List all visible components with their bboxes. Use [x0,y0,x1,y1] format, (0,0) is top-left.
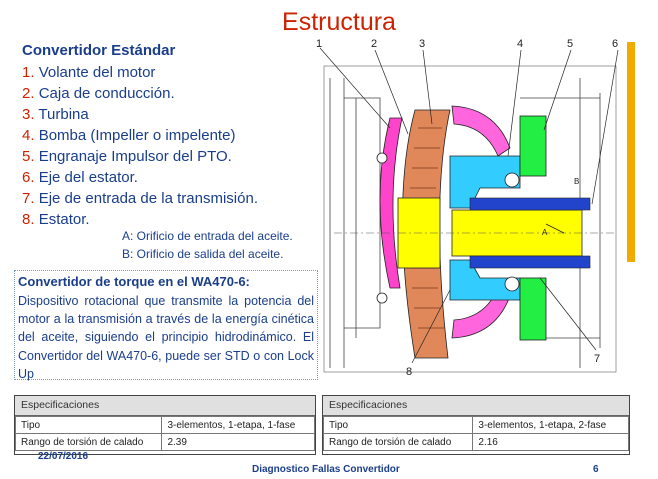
part-label: Bomba (Impeller o impelente) [38,127,236,144]
pump-shape [451,105,511,157]
spec-value: 2.39 [161,433,315,451]
spec-table-header: Especificaciones [15,396,315,416]
converter-heading: Convertidor Estándar [22,42,176,59]
description-box [14,270,318,380]
callout-A: A [542,228,548,237]
callout-2: 2 [371,38,377,50]
table-row: Tipo 3-elementos, 1-etapa, 1-fase [14,416,315,434]
stator-shaft-shape [469,197,591,211]
part-number: 6. [22,169,35,186]
table-row: Rango de torsión de calado 2.39 [14,433,315,451]
part-label: Estator. [38,211,90,228]
list-item: 4. Bomba (Impeller o impelente) [22,125,258,146]
spec-label: Tipo [14,416,163,434]
part-number: 3. [22,106,35,123]
list-item: 1. Volante del motor [22,62,258,83]
callout-5: 5 [567,38,573,50]
list-item: 7. Eje de entrada de la transmisión. [22,188,258,209]
part-label: Turbina [38,106,89,123]
description-text: Dispositivo rotacional que transmite la … [18,294,314,381]
part-label: Caja de conducción. [38,85,175,102]
outlet-note: B: Orificio de salida del aceite. [122,247,284,261]
part-number: 2. [22,85,35,102]
callout-4: 4 [517,38,523,50]
spec-label: Rango de torsión de calado [14,433,163,451]
list-item: 8. Estator. [22,209,258,230]
pto-gear-shape [519,115,547,177]
list-item: 3. Turbina [22,104,258,125]
list-item: 6. Eje del estator. [22,167,258,188]
page-number: 6 [593,464,599,475]
part-label: Engranaje Impulsor del PTO. [38,148,232,165]
callout-3: 3 [419,38,425,50]
spec-table-lockup: Especificaciones Tipo 3-elementos, 1-eta… [322,395,630,455]
list-item: 2. Caja de conducción. [22,83,258,104]
part-label: Volante del motor [38,64,156,81]
part-number: 8. [22,211,35,228]
parts-list: 1. Volante del motor 2. Caja de conducci… [22,62,258,230]
spec-value: 3-elementos, 1-etapa, 1-fase [161,416,315,434]
callout-6: 6 [612,38,618,50]
footer-title: Diagnostico Fallas Convertidor [252,464,400,475]
part-label: Eje del estator. [38,169,138,186]
spec-table-header: Especificaciones [323,396,629,416]
callout-B: B [574,177,579,186]
list-item: 5. Engranaje Impulsor del PTO. [22,146,258,167]
spec-value: 2.16 [472,433,629,451]
callout-1: 1 [316,38,322,50]
footer-date: 22/07/2016 [38,451,89,462]
spec-label: Rango de torsión de calado [322,433,474,451]
description-heading: Convertidor de torque en el WA470-6: [18,274,250,289]
converter-cross-section-diagram: 1 2 3 4 5 6 7 8 A B [316,38,619,378]
table-row: Rango de torsión de calado 2.16 [322,433,629,451]
part-label: Eje de entrada de la transmisión. [38,190,258,207]
callout-7: 7 [594,353,600,365]
accent-bar [627,42,635,262]
callout-8: 8 [406,366,412,378]
spec-table-std: Especificaciones Tipo 3-elementos, 1-eta… [14,395,316,455]
part-number: 5. [22,148,35,165]
spec-value: 3-elementos, 1-etapa, 2-fase [472,416,629,434]
spec-label: Tipo [322,416,474,434]
part-number: 4. [22,127,35,144]
table-row: Tipo 3-elementos, 1-etapa, 2-fase [322,416,629,434]
part-number: 1. [22,64,35,81]
part-number: 7. [22,190,35,207]
inlet-note: A: Orificio de entrada del aceite. [122,229,293,243]
slide-title: Estructura [282,8,396,36]
